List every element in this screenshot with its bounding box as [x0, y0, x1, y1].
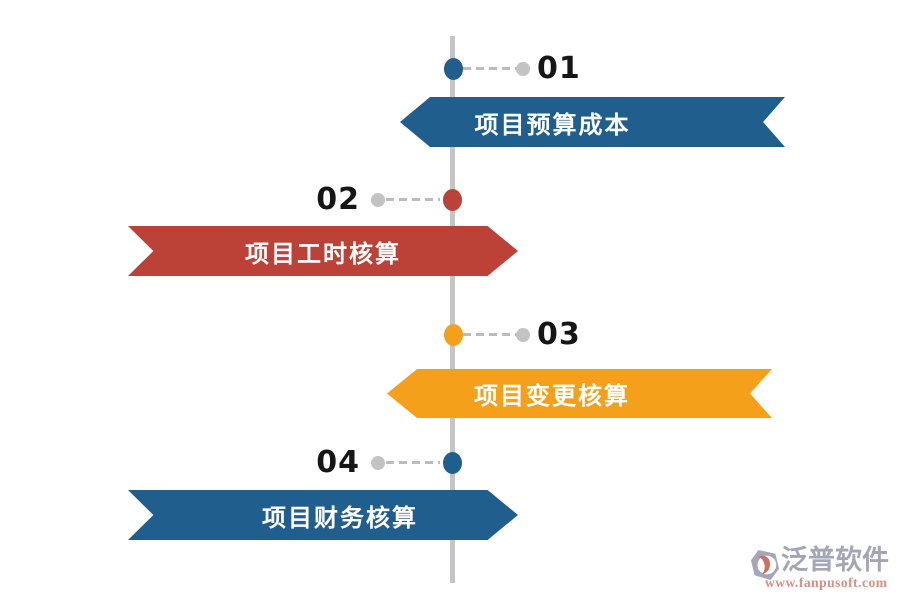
- milestone-dot-4: [443, 452, 462, 474]
- banner-label-3: 项目变更核算: [474, 382, 630, 410]
- brand-name: 泛普软件: [781, 545, 889, 576]
- connector-end-dot-3: [516, 328, 530, 342]
- connector-line-1: [463, 67, 517, 70]
- milestone-number-2: 02: [316, 182, 360, 217]
- banner-label-1: 项目预算成本: [474, 110, 631, 139]
- connector-line-3: [463, 333, 517, 336]
- milestone-dot-1: [444, 58, 463, 80]
- milestone-dot-3: [444, 324, 463, 346]
- connector-end-dot-1: [516, 62, 530, 76]
- connector-end-dot-4: [371, 456, 385, 470]
- milestone-number-4: 04: [316, 445, 360, 480]
- milestone-number-3: 03: [537, 317, 581, 352]
- timeline-axis: [450, 36, 455, 583]
- connector-end-dot-2: [371, 193, 385, 207]
- milestone-number-1: 01: [537, 51, 581, 86]
- milestone-dot-2: [443, 189, 462, 211]
- brand-logo: 泛普软件 www.fanpusoft.com: [748, 546, 898, 594]
- fanpu-logo-icon: [750, 550, 780, 580]
- ribbon-banner-3: 项目变更核算: [387, 369, 772, 418]
- ribbon-banner-2: 项目工时核算: [128, 226, 518, 276]
- brand-url: www.fanpusoft.com: [765, 575, 888, 590]
- connector-line-2: [386, 198, 440, 201]
- banner-label-2: 项目工时核算: [245, 239, 401, 268]
- ribbon-banner-1: 项目预算成本: [400, 97, 785, 147]
- banner-label-4: 项目财务核算: [262, 503, 418, 532]
- connector-line-4: [386, 461, 440, 464]
- ribbon-banner-4: 项目财务核算: [128, 490, 518, 540]
